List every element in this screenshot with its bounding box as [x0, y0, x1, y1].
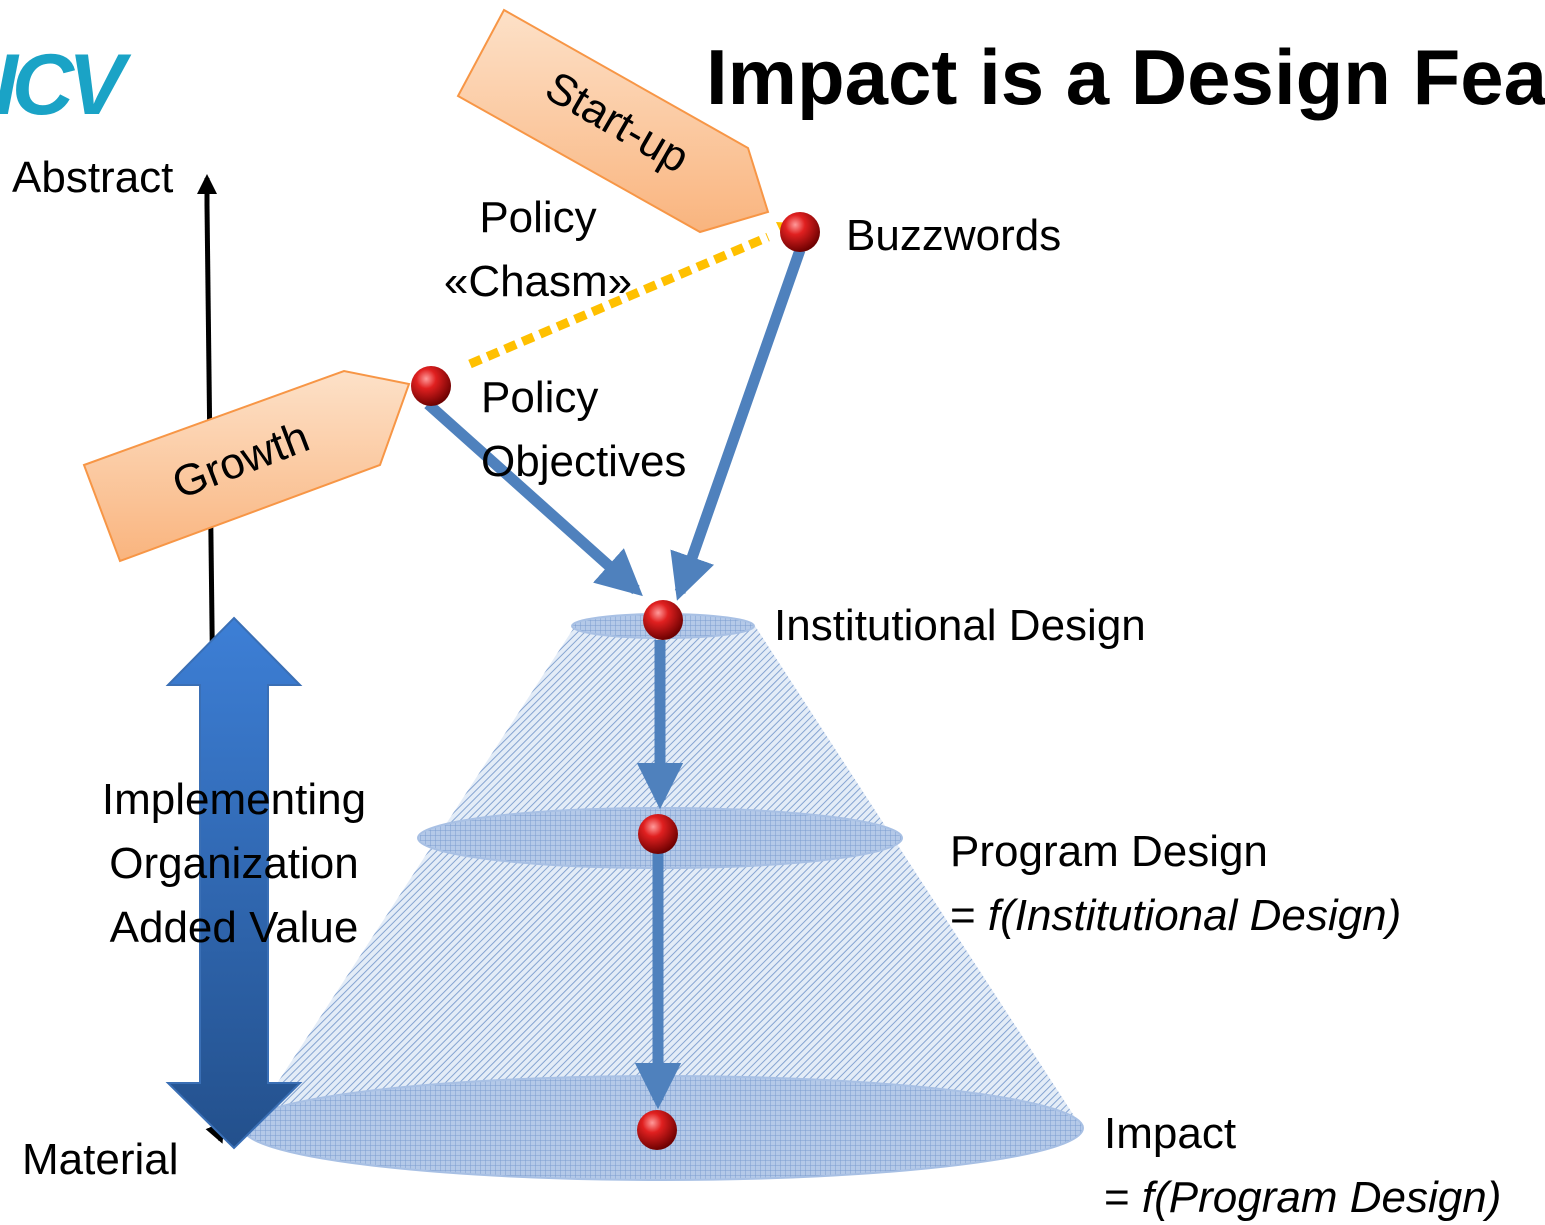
node-institutional-design [643, 600, 683, 640]
logo: ICV [0, 37, 125, 133]
impact-func: f(Program Design) [1141, 1172, 1502, 1222]
arrow-buzzwords-to-institutional [670, 248, 806, 601]
flow-arrows [424, 248, 806, 1110]
axis-label-abstract: Abstract [12, 153, 174, 202]
node-buzzwords [780, 212, 820, 252]
implementing-line1: Implementing [101, 775, 367, 824]
policy-chasm-label: Policy «Chasm» [443, 186, 633, 314]
program-design-formula: = f(Institutional Design) [950, 884, 1401, 948]
policy-objectives-line1: Policy [481, 373, 599, 422]
implementing-line2: Organization [109, 838, 359, 888]
implementing-line3: Added Value [109, 902, 359, 952]
node-impact [637, 1110, 677, 1150]
program-design-line1: Program Design [950, 827, 1268, 876]
institutional-design-label: Institutional Design [774, 601, 1146, 650]
nodes [411, 212, 820, 1150]
policy-objectives-label: Policy Objectives [481, 366, 686, 494]
policy-chasm-line2: «Chasm» [443, 256, 633, 306]
node-program-design [638, 814, 678, 854]
program-design-label: Program Design = f(Institutional Design) [950, 820, 1401, 948]
node-policy-objectives [411, 366, 451, 406]
impact-line1: Impact [1104, 1109, 1237, 1158]
policy-chasm-line1: Policy [479, 193, 597, 242]
chasm-dashed-line [468, 232, 770, 369]
program-design-eq: = [950, 890, 988, 940]
impact-label: Impact = f(Program Design) [1104, 1102, 1501, 1225]
policy-objectives-line2: Objectives [481, 436, 687, 486]
implementing-organization-label: Implementing Organization Added Value [64, 768, 404, 959]
impact-eq: = [1104, 1172, 1142, 1222]
program-design-func: f(Institutional Design) [987, 890, 1402, 940]
arrow-objectives-to-institutional [424, 399, 643, 597]
impact-formula: = f(Program Design) [1104, 1166, 1501, 1225]
growth-tag: Growth [82, 369, 411, 563]
implementing-double-arrow [165, 616, 303, 1150]
buzzwords-label: Buzzwords [846, 211, 1062, 260]
axis-label-material: Material [22, 1135, 179, 1184]
page-title: Impact is a Design Fea [706, 33, 1545, 121]
